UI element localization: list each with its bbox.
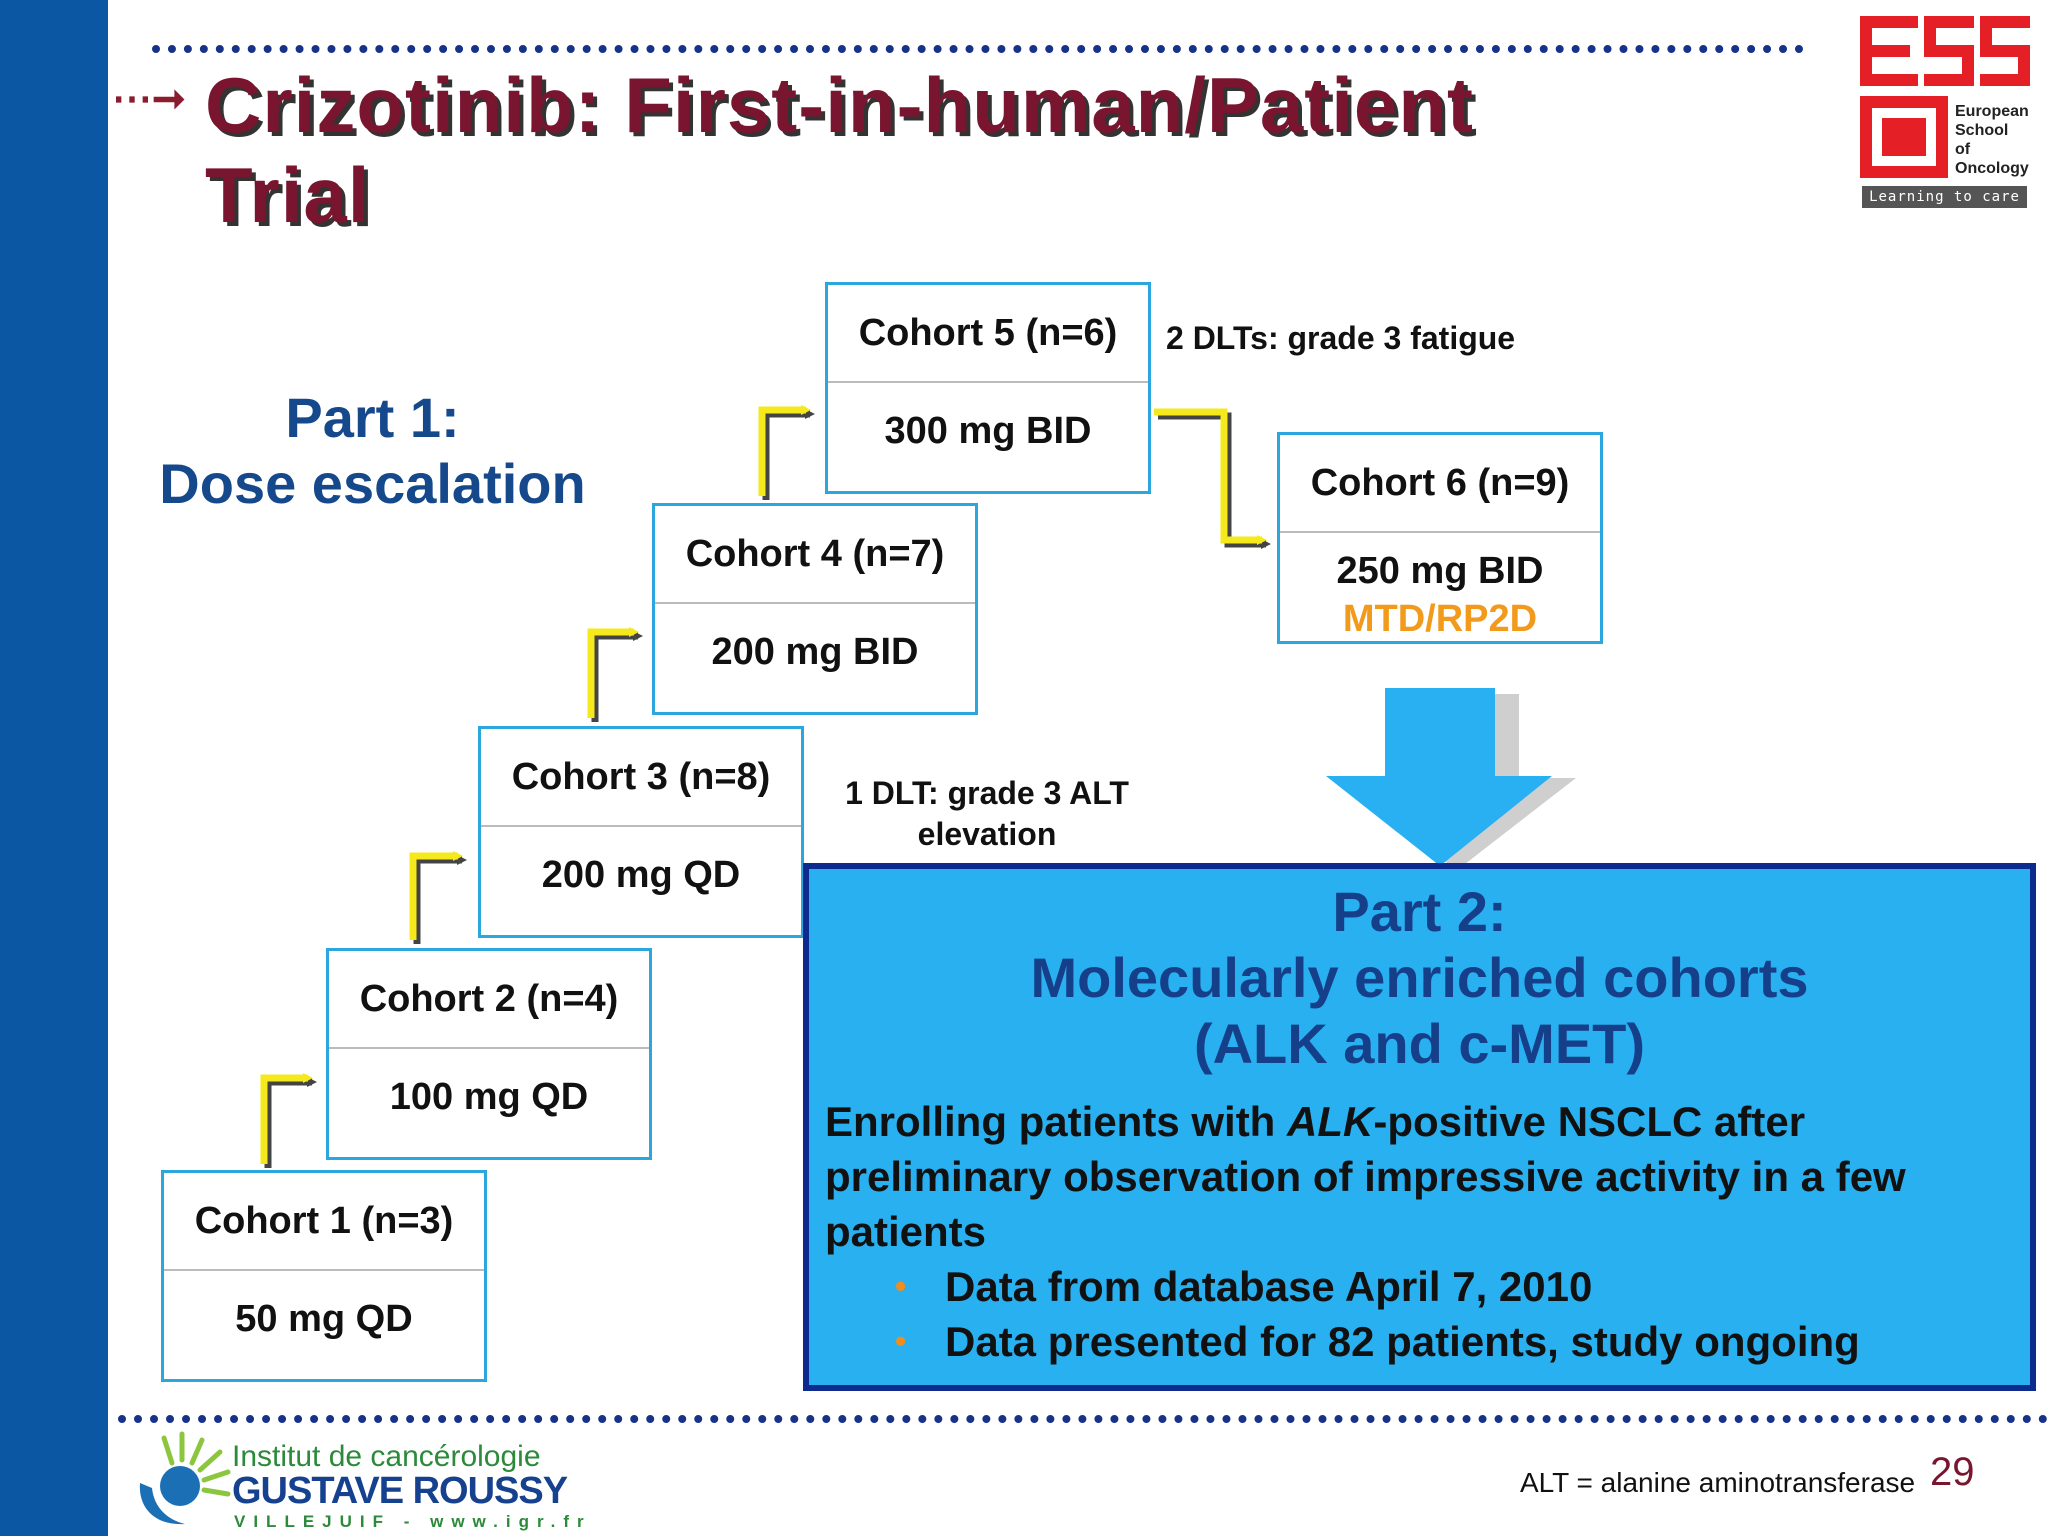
eso-logo-line: European — [1955, 103, 2029, 120]
cohort-4-box: Cohort 4 (n=7) 200 mg BID — [652, 503, 978, 715]
dlt-alt-note-line: 1 DLT: grade 3 ALT — [845, 775, 1129, 811]
institute-line1: Institut de cancérologie — [232, 1440, 541, 1473]
cohort-dose: 100 mg QD — [389, 1076, 589, 1118]
eso-tagline: Learning to care — [1862, 186, 2027, 208]
eso-logo-text: European School of Oncology — [1955, 102, 2029, 178]
part2-bullet-list: • Data from database April 7, 2010 • Data … — [825, 1259, 2025, 1369]
cohort-3-box: Cohort 3 (n=8) 200 mg QD — [478, 726, 804, 938]
cohort-dose: 50 mg QD — [235, 1298, 413, 1340]
step-arrow-2 — [409, 851, 467, 944]
cohort-5-box: Cohort 5 (n=6) 300 mg BID — [825, 282, 1151, 494]
part2-down-arrow-icon — [1326, 688, 1576, 871]
top-dotted-divider — [152, 45, 1804, 53]
institute-url: VILLEJUIF - www.igr.fr — [234, 1512, 592, 1531]
dlt-alt-note: 1 DLT: grade 3 ALT elevation — [822, 773, 1152, 855]
step-arrow-1 — [260, 1073, 317, 1168]
part2-subtitle: Molecularly enriched cohorts — [1030, 946, 1809, 1009]
part1-label: Part 1: — [285, 386, 460, 449]
step-arrow-4 — [758, 405, 815, 500]
dlt-alt-note-line: elevation — [917, 816, 1057, 852]
title-arrow-icon: ⋯➞ — [112, 77, 186, 121]
bullet-text: Data from database April 7, 2010 — [945, 1263, 1593, 1310]
mtd-rp2d-label: MTD/RP2D — [1342, 598, 1538, 640]
footnote: ALT = alanine aminotransferase — [1520, 1467, 1916, 1498]
dlt-fatigue-note: 2 DLTs: grade 3 fatigue — [1166, 320, 1516, 356]
left-sidebar-band — [0, 0, 108, 1536]
bullet-icon: • — [895, 1268, 907, 1304]
bottom-dotted-divider — [118, 1415, 2048, 1423]
cohort-dose: 200 mg BID — [711, 631, 919, 673]
part1-heading: Part 1: Dose escalation — [120, 385, 625, 517]
part2-label: Part 2: — [1332, 880, 1507, 943]
cohort-2-box: Cohort 2 (n=4) 100 mg QD — [326, 948, 652, 1160]
part2-text: -positive NSCLC after preliminary observ… — [825, 1098, 1906, 1255]
gustave-roussy-logo-icon — [139, 1431, 231, 1525]
part2-heading: Part 2: Molecularly enriched cohorts (AL… — [809, 879, 2030, 1077]
cohort-name: Cohort 4 (n=7) — [655, 506, 975, 604]
institute-name: GUSTAVE ROUSSY — [232, 1470, 568, 1512]
slide-title: Crizotinib: First-in-human/Patient Trial — [205, 61, 1474, 239]
cohort-name: Cohort 5 (n=6) — [828, 285, 1148, 383]
part2-box: Part 2: Molecularly enriched cohorts (AL… — [803, 863, 2036, 1391]
part2-text-italic: ALK — [1287, 1098, 1374, 1145]
cohort-name: Cohort 3 (n=8) — [481, 729, 801, 827]
cohort-dose: 250 mg BID MTD/RP2D — [1280, 533, 1600, 641]
eso-logo-line: Oncology — [1955, 160, 2029, 177]
part2-description: Enrolling patients with ALK-positive NSC… — [825, 1094, 2025, 1259]
part2-subtitle-2: (ALK and c-MET) — [1193, 1012, 1646, 1075]
list-item: • Data presented for 82 patients, study o… — [895, 1314, 2025, 1369]
cohort-name: Cohort 1 (n=3) — [164, 1173, 484, 1271]
bullet-text: Data presented for 82 patients, study on… — [945, 1318, 1860, 1365]
cohort-name: Cohort 6 (n=9) — [1280, 435, 1600, 533]
page-number: 29 — [1930, 1450, 1975, 1494]
part2-text: Enrolling patients with — [825, 1098, 1287, 1145]
cohort-dose: 300 mg BID — [884, 410, 1092, 452]
down-step-arrow-5-to-6 — [1154, 408, 1271, 549]
eso-logo-line: School — [1955, 122, 2009, 139]
cohort-name: Cohort 2 (n=4) — [329, 951, 649, 1049]
step-arrow-3 — [587, 627, 643, 722]
cohort-dose: 200 mg QD — [541, 854, 741, 896]
list-item: • Data from database April 7, 2010 — [895, 1259, 2025, 1314]
cohort-1-box: Cohort 1 (n=3) 50 mg QD — [161, 1170, 487, 1382]
part2-body: Enrolling patients with ALK-positive NSC… — [825, 1094, 2025, 1369]
part1-subtitle: Dose escalation — [159, 452, 586, 515]
cohort-dose-value: 250 mg BID — [1336, 550, 1544, 592]
eso-logo-icon — [1860, 16, 2030, 178]
eso-logo-line: of — [1955, 141, 1971, 158]
bullet-icon: • — [895, 1323, 907, 1359]
cohort-6-box: Cohort 6 (n=9) 250 mg BID MTD/RP2D — [1277, 432, 1603, 644]
